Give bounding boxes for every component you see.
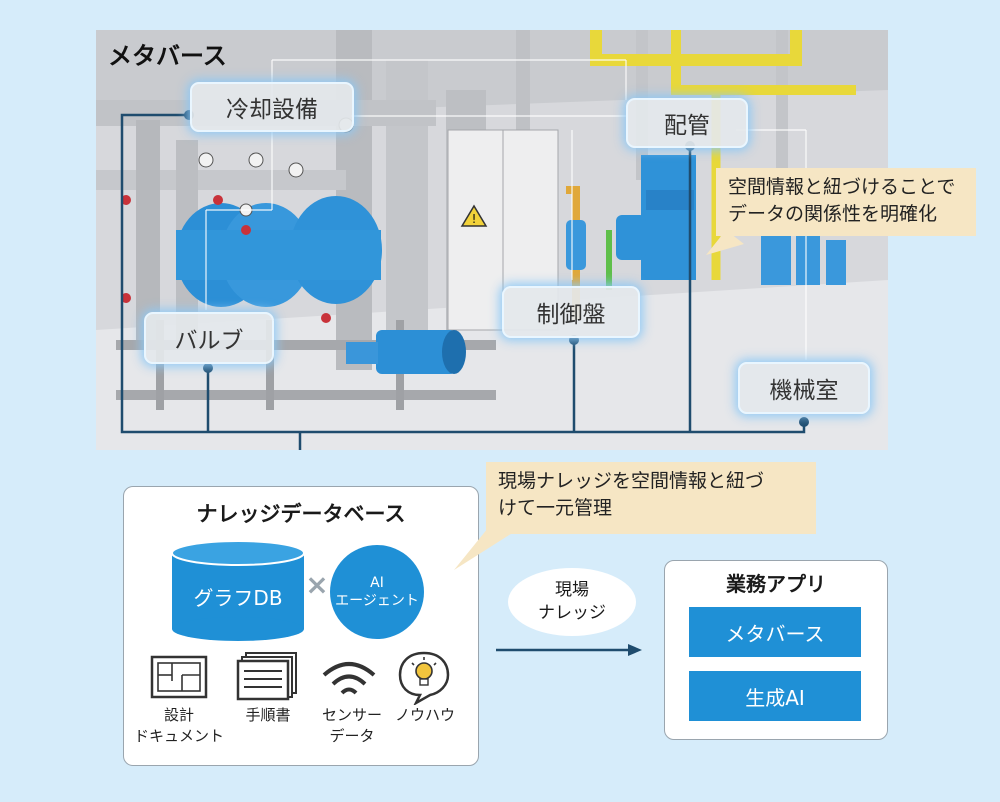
source-label-design-docs: 設計 ドキュメント (124, 705, 234, 747)
source-label-line1: 設計 (163, 706, 194, 724)
tag-control-panel[interactable]: 制御盤 (502, 286, 640, 338)
knowledge-callout-line1: 現場ナレッジを空間情報と紐づ (498, 470, 765, 492)
metaverse-callout-line1: 空間情報と紐づけることで (728, 176, 956, 198)
tag-cooling-equipment[interactable]: 冷却設備 (190, 82, 354, 132)
kb-callout-pointer (454, 528, 514, 570)
source-label-knowhow: ノウハウ (380, 705, 470, 726)
app-metaverse-label: メタバース (725, 621, 825, 646)
business-apps-panel: 業務アプリ メタバース 生成AI (664, 560, 888, 740)
source-label-line2: ドキュメント (133, 727, 224, 745)
metaverse-scene: ! (96, 30, 888, 450)
knowledge-callout-line2: けて一元管理 (498, 497, 613, 519)
connector-lines (120, 59, 809, 450)
source-label-line1: 手順書 (245, 706, 291, 724)
svg-text:!: ! (472, 212, 477, 226)
field-knowledge-line1: 現場 (555, 580, 589, 600)
app-metaverse-button[interactable]: メタバース (689, 607, 861, 657)
times-symbol: × (305, 567, 329, 601)
graph-db-cylinder-icon (171, 540, 305, 641)
source-label-line1: ノウハウ (394, 706, 455, 724)
app-generative-ai-label: 生成AI (745, 685, 805, 710)
metaverse-title: メタバース (108, 42, 227, 70)
tag-cooling-equipment-label: 冷却設備 (226, 97, 318, 123)
tag-control-panel-label: 制御盤 (536, 302, 606, 328)
ai-agent-line1: AI (370, 575, 384, 591)
knowledge-callout: 現場ナレッジを空間情報と紐づ けて一元管理 (486, 462, 816, 534)
field-knowledge-line2: ナレッジ (538, 603, 606, 623)
app-generative-ai-button[interactable]: 生成AI (689, 671, 861, 721)
field-knowledge-bubble: 現場 ナレッジ (508, 568, 636, 636)
lightbulb-speech-icon (398, 651, 450, 705)
metaverse-callout-line2: データの関係性を明確化 (728, 203, 938, 225)
tag-valve[interactable]: バルブ (144, 312, 274, 364)
tag-piping-label: 配管 (664, 113, 710, 139)
blueprint-icon (150, 655, 208, 699)
ai-agent-circle[interactable]: AI エージェント (330, 545, 424, 639)
source-label-sensor-data: センサー データ (304, 705, 400, 747)
ai-agent-line2: エージェント (335, 593, 419, 609)
wifi-signal-icon (322, 662, 376, 695)
tag-valve-label: バルブ (174, 328, 244, 354)
source-label-line2: データ (329, 727, 375, 745)
tag-piping[interactable]: 配管 (626, 98, 748, 148)
source-label-procedures: 手順書 (220, 705, 316, 726)
tag-machine-room[interactable]: 機械室 (738, 362, 870, 414)
source-label-line1: センサー (321, 706, 382, 724)
business-apps-title: 業務アプリ (726, 571, 826, 596)
knowledge-database-title: ナレッジデータベース (196, 502, 406, 526)
metaverse-callout: 空間情報と紐づけることで データの関係性を明確化 (716, 168, 976, 236)
knowledge-database-panel: ナレッジデータベース グラフDB × AI エージェント (123, 486, 479, 766)
document-stack-icon (236, 652, 297, 701)
flow-arrow-icon (496, 644, 642, 656)
tag-machine-room-label: 機械室 (769, 378, 839, 404)
graph-db-label: グラフDB (193, 585, 283, 610)
